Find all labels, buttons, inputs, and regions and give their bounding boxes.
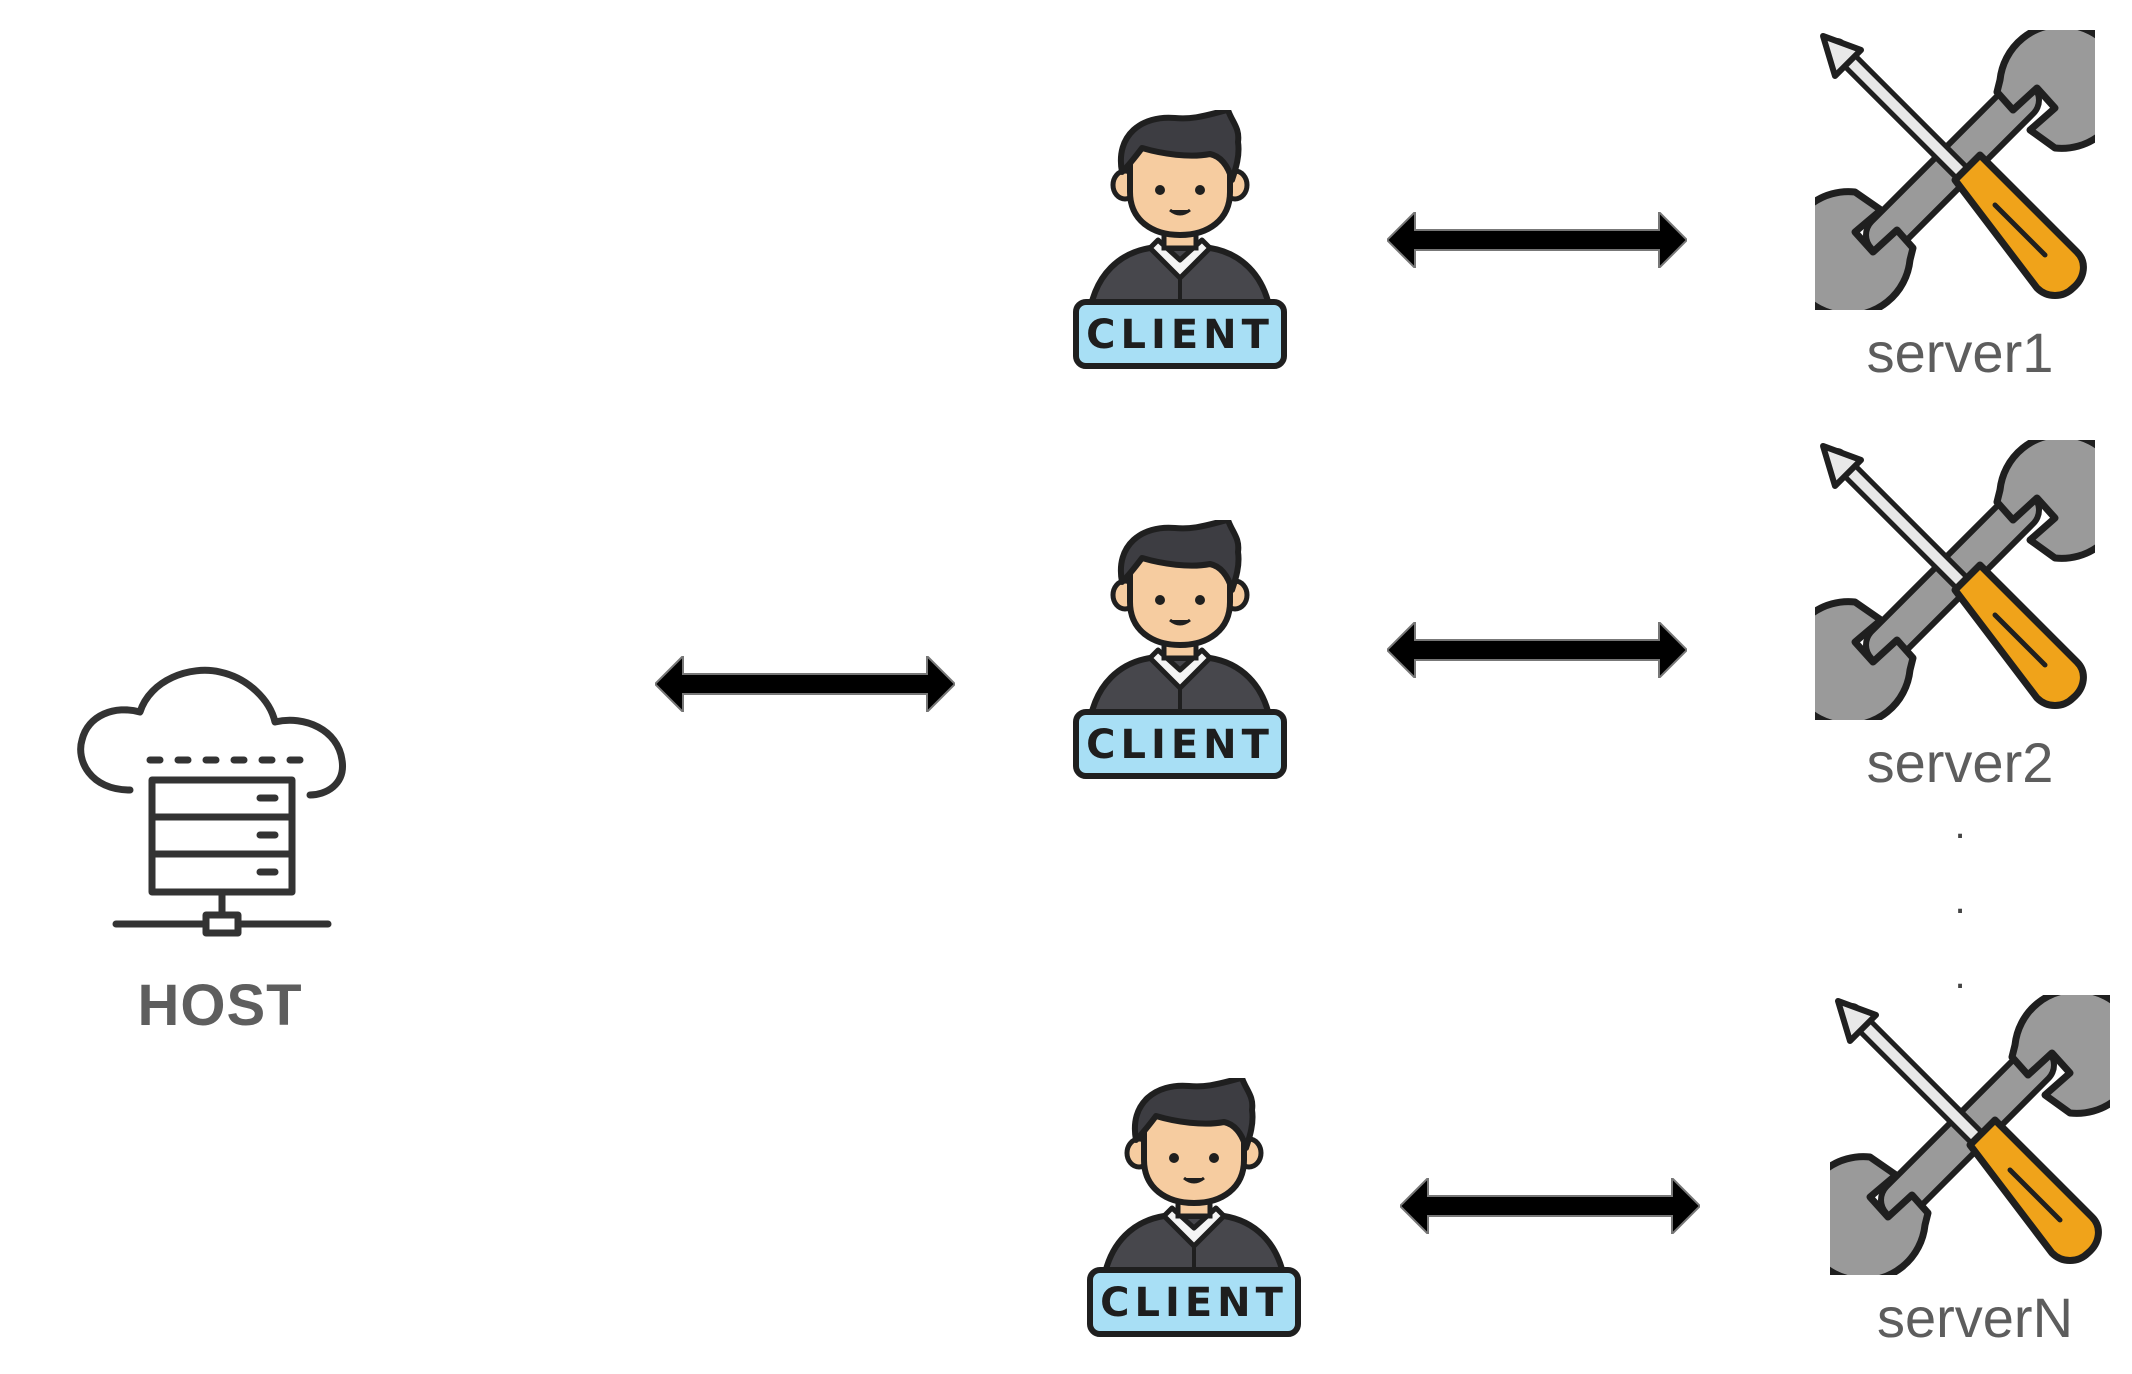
client-server-arrow-1	[1387, 212, 1687, 268]
client-person-icon: CLIENT	[1084, 1078, 1304, 1338]
client-node-3: CLIENT	[1084, 1078, 1304, 1338]
client-person-icon: CLIENT	[1070, 520, 1290, 780]
server-node-1: server1	[1815, 30, 2105, 390]
tools-icon	[1830, 995, 2110, 1275]
client-server-arrow-n	[1400, 1178, 1700, 1234]
ellipsis-dot-3: .	[1954, 953, 1966, 997]
server-node-2: server2	[1815, 440, 2105, 800]
client-node-2: CLIENT	[1070, 520, 1290, 780]
client-server-arrow-2	[1387, 622, 1687, 678]
client-label: CLIENT	[1086, 312, 1274, 358]
server-label: serverN	[1876, 1286, 2074, 1349]
ellipsis-dot-2: .	[1954, 878, 1966, 922]
host-label: HOST	[137, 973, 303, 1038]
tools-icon	[1815, 440, 2095, 720]
cloud-server-icon	[77, 666, 346, 937]
client-person-icon: CLIENT	[1070, 110, 1290, 370]
server-node-n: serverN	[1830, 995, 2120, 1355]
client-label: CLIENT	[1100, 1280, 1288, 1326]
tools-icon	[1815, 30, 2095, 310]
host-client-arrow	[655, 656, 955, 712]
ellipsis-dot-1: .	[1954, 803, 1966, 847]
host-node: HOST	[70, 660, 370, 1040]
server-label: server2	[1866, 731, 2054, 794]
client-node-1: CLIENT	[1070, 110, 1290, 370]
client-label: CLIENT	[1086, 722, 1274, 768]
server-label: server1	[1866, 321, 2054, 384]
